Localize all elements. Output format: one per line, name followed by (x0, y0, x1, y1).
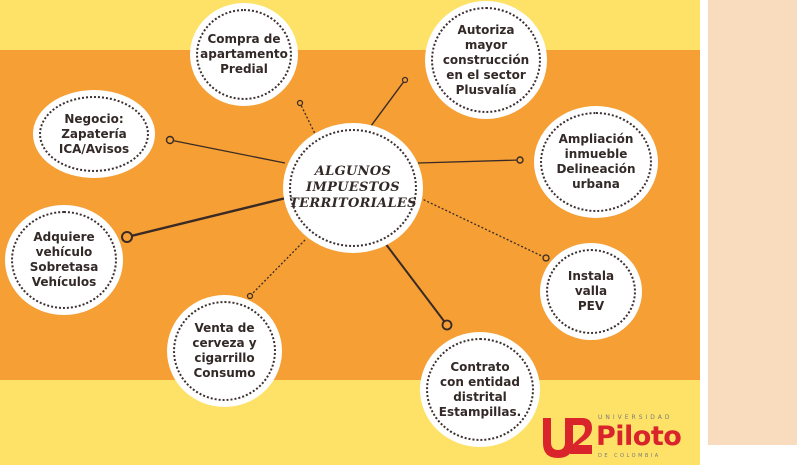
logo-country-text: DE COLOMBIA (598, 453, 661, 459)
connector-end-consumo (246, 292, 254, 300)
center-label: ALGUNOS IMPUESTOS TERRITORIALES (289, 164, 417, 211)
connector-estampillas (384, 242, 448, 326)
infographic-slide: ALGUNOS IMPUESTOS TERRITORIALES Compra d… (0, 0, 700, 465)
node-estampillas: Contrato con entidad distrital Estampill… (420, 332, 540, 447)
connector-end-ica (165, 135, 175, 145)
connector-consumo (249, 239, 306, 297)
node-consumo: Venta de cerveza y cigarrillo Consumo (167, 295, 282, 407)
node-delineacion: Ampliación inmueble Delineación urbana (534, 106, 658, 218)
side-panel (700, 0, 809, 465)
logo-mark-icon (543, 418, 592, 458)
node-pev-label: Instala valla PEV (567, 269, 615, 313)
node-plusvalia-label: Autoriza mayor construcción en el sector… (442, 22, 530, 97)
university-logo: UNIVERSIDAD Piloto DE COLOMBIA (540, 410, 700, 462)
node-consumo-label: Venta de cerveza y cigarrillo Consumo (192, 321, 257, 380)
connector-lines (121, 76, 550, 331)
top-yellow-band (0, 0, 700, 50)
node-predial-label: Compra de apartamento Predial (200, 32, 288, 76)
connector-end-pev (542, 254, 550, 262)
logo-name: Piloto (596, 421, 682, 452)
connector-delineacion (417, 159, 521, 164)
connector-end-plusvalia (401, 76, 409, 84)
node-delineacion-label: Ampliación inmueble Delineación urbana (556, 132, 636, 191)
connector-plusvalia (367, 79, 406, 131)
node-estampillas-label: Contrato con entidad distrital Estampill… (438, 359, 522, 419)
node-pev: Instala valla PEV (540, 243, 642, 340)
node-sobretasa-label: Adquiere vehículo Sobretasa Vehículos (29, 230, 99, 289)
node-ica-label: Negocio: Zapatería ICA/Avisos (58, 111, 130, 156)
connector-ica (169, 139, 286, 164)
connector-sobretasa (126, 195, 291, 239)
connector-end-sobretasa (121, 231, 133, 243)
center-node: ALGUNOS IMPUESTOS TERRITORIALES (283, 123, 423, 253)
node-predial: Compra de apartamento Predial (190, 3, 298, 106)
connector-pev (419, 197, 547, 259)
node-plusvalia: Autoriza mayor construcción en el sector… (425, 1, 547, 119)
side-panel-fill (708, 0, 797, 445)
logo-university-text: UNIVERSIDAD (598, 414, 673, 421)
connector-end-delineacion (516, 156, 524, 164)
connector-end-predial (296, 99, 304, 107)
connector-predial (299, 102, 319, 141)
connector-end-estampillas (441, 319, 453, 331)
node-sobretasa: Adquiere vehículo Sobretasa Vehículos (5, 205, 123, 315)
node-ica: Negocio: Zapatería ICA/Avisos (33, 90, 155, 178)
